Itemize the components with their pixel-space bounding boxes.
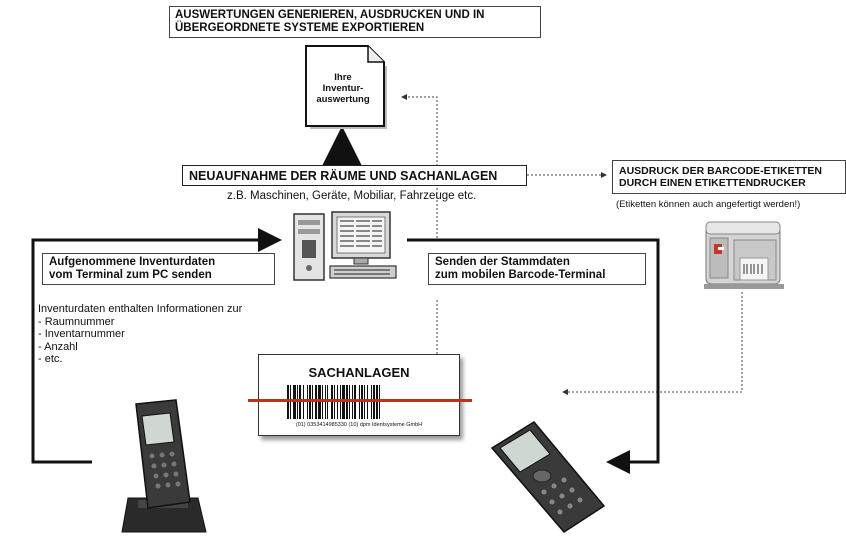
barcode-bar [361, 385, 363, 419]
barcode-bar [309, 385, 311, 419]
barcode-bar [376, 385, 378, 419]
report-document-icon [305, 45, 387, 129]
barcode-bar [371, 385, 372, 419]
barcode-bar [318, 385, 321, 419]
export-reports-line1: AUSWERTUNGEN GENERIEREN, AUSDRUCKEN UND … [175, 9, 485, 21]
barcode-bar [287, 385, 289, 419]
label-printing-box: AUSDRUCK DER BARCODE-ETIKETTEN DURCH EIN… [612, 160, 846, 194]
send-to-pc-line2: vom Terminal zum PC senden [49, 269, 212, 281]
barcode-label-caption: (01) 0353414985330 (10) dpm Identsysteme… [295, 422, 423, 428]
barcode-bar [312, 385, 313, 419]
barcode-bar [364, 385, 365, 419]
barcode-bar [346, 385, 348, 419]
scan-beam [248, 399, 472, 402]
barcode-bar [307, 385, 308, 419]
inventory-info-heading: Inventurdaten enthalten Informationen zu… [38, 303, 243, 315]
barcode-bar [303, 385, 304, 419]
export-reports-box: AUSWERTUNGEN GENERIEREN, AUSDRUCKEN UND … [169, 6, 541, 38]
report-document-text: Ihre Inventur- auswertung [308, 72, 378, 105]
barcode-label-title: SACHANLAGEN [308, 365, 410, 380]
barcode-bar [354, 385, 356, 419]
barcode-bar [297, 385, 298, 419]
dotted-arrow-pc-to-report [401, 94, 438, 238]
barcode-bar [352, 385, 353, 419]
capture-rooms-title: NEUAUFNAHME DER RÄUME UND SACHANLAGEN [189, 169, 498, 183]
desktop-pc-icon [293, 211, 397, 281]
inventory-info-item: - etc. [38, 353, 63, 366]
barcode-bar [349, 385, 350, 419]
barcode-bar [334, 385, 335, 419]
barcode-bar [331, 385, 333, 419]
send-to-pc-box: Aufgenommene Inventurdaten vom Terminal … [42, 253, 275, 285]
handheld-terminal-icon [490, 421, 606, 533]
report-doc-line3: auswertung [316, 94, 370, 105]
barcode-bar [342, 385, 345, 419]
handheld-terminal-in-cradle-icon [121, 399, 207, 533]
barcode-graphic [287, 385, 380, 419]
capture-rooms-subtitle: z.B. Maschinen, Geräte, Mobiliar, Fahrze… [227, 190, 477, 202]
barcode-bar [373, 385, 375, 419]
send-master-data-line1: Senden der Stammdaten [435, 256, 570, 268]
report-doc-line1: Ihre [334, 72, 352, 83]
export-reports-line2: ÜBERGEORDNETE SYSTEME EXPORTIEREN [175, 22, 425, 34]
label-printer-icon [704, 221, 784, 289]
barcode-label-card: SACHANLAGEN (01) 0353414985330 (10) dpm … [258, 354, 460, 436]
label-printing-note: (Etiketten können auch angefertigt werde… [616, 199, 801, 210]
inventory-info: Inventurdaten enthalten Informationen zu… [38, 303, 242, 366]
send-master-data-box: Senden der Stammdaten zum mobilen Barcod… [428, 253, 646, 285]
barcode-bar [290, 385, 291, 419]
capture-rooms-box: NEUAUFNAHME DER RÄUME UND SACHANLAGEN [182, 165, 527, 186]
label-printing-line2: DURCH EINEN ETIKETTENDRUCKER [619, 177, 806, 189]
barcode-bar [325, 385, 326, 419]
dotted-arrow-printer-to-label [562, 292, 743, 395]
arrow-pc-to-terminal [407, 238, 660, 474]
barcode-bar [315, 385, 317, 419]
inventory-info-item: - Anzahl [38, 340, 78, 353]
send-master-data-line2: zum mobilen Barcode-Terminal [435, 269, 606, 281]
barcode-bar [359, 385, 360, 419]
barcode-bar [293, 385, 296, 419]
inventory-info-item: - Raumnummer [38, 315, 115, 328]
arrow-terminal-to-pc [31, 228, 282, 464]
report-doc-line2: Inventur- [322, 83, 364, 94]
barcode-bar [327, 385, 328, 419]
barcode-bar [337, 385, 338, 419]
barcode-bar [367, 385, 368, 419]
barcode-bar [322, 385, 323, 419]
label-printing-line1: AUSDRUCK DER BARCODE-ETIKETTEN [619, 165, 823, 177]
barcode-bar [299, 385, 301, 419]
barcode-bar [379, 385, 380, 419]
inventory-info-item: - Inventarnummer [38, 328, 125, 341]
send-to-pc-line1: Aufgenommene Inventurdaten [49, 256, 216, 268]
barcode-bar [340, 385, 341, 419]
